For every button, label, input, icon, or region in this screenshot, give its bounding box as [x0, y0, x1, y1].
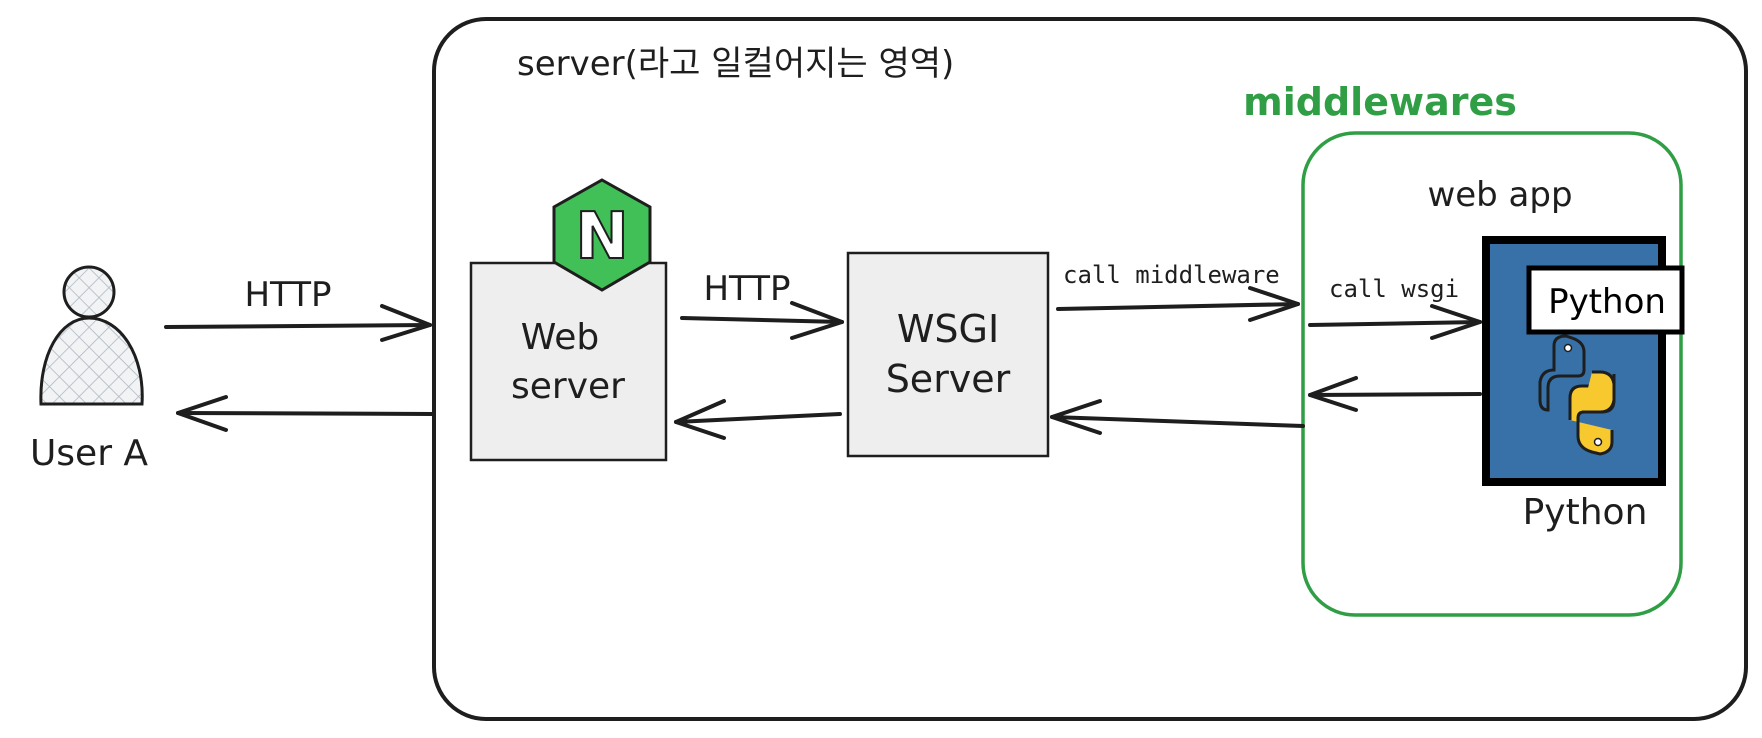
middlewares-frame [1301, 131, 1683, 617]
web-server-label-line2: server [511, 366, 625, 407]
python-logo-icon [1538, 334, 1616, 456]
web-server-label-line1: Web [521, 317, 600, 358]
edge-label-call-middleware: call middleware [1063, 261, 1280, 289]
wsgi-label-line1: WSGI [897, 307, 999, 351]
middlewares-title: middlewares [1243, 80, 1517, 124]
edge-label-web-http: HTTP [703, 269, 790, 309]
arrow-web-to-wsgi [680, 301, 844, 340]
web-server-box: Web server [469, 261, 668, 462]
wsgi-server-box: WSGI Server [846, 251, 1050, 458]
nginx-icon: N [552, 178, 652, 292]
arrows: HTTP HTTP call middleware [164, 261, 1482, 440]
arrow-wsgi-to-web [674, 399, 842, 440]
server-frame [432, 17, 1748, 721]
arrow-wsgi-to-middleware [1056, 286, 1300, 322]
middlewares-area: middlewares web app [1243, 80, 1683, 617]
web-app-title: web app [1427, 175, 1572, 215]
edge-label-user-http: HTTP [244, 275, 331, 315]
server-area: server(라고 일컬어지는 영역) [432, 17, 1748, 721]
nginx-letter: N [575, 200, 629, 274]
wsgi-label-line2: Server [886, 357, 1011, 401]
python-tag-box [1526, 265, 1685, 335]
arrow-app-to-middleware [1308, 376, 1482, 412]
edge-label-call-wsgi: call wsgi [1329, 275, 1459, 303]
arrow-middleware-to-app [1308, 304, 1482, 340]
user-body [39, 316, 144, 406]
web-server-frame [469, 261, 668, 462]
user-head [62, 265, 116, 319]
server-title: server(라고 일컬어지는 영역) [517, 44, 954, 84]
user-a: User A [30, 265, 148, 474]
python-tag: Python [1548, 282, 1666, 322]
user-label: User A [30, 433, 148, 474]
wsgi-server-frame [846, 251, 1050, 458]
nginx-hexagon [552, 178, 652, 292]
arrow-middleware-to-wsgi [1050, 399, 1305, 435]
arrow-server-to-user [176, 395, 435, 432]
arrow-user-to-server [164, 304, 432, 342]
python-app: Python Python [1482, 236, 1685, 533]
python-caption: Python [1523, 492, 1648, 533]
